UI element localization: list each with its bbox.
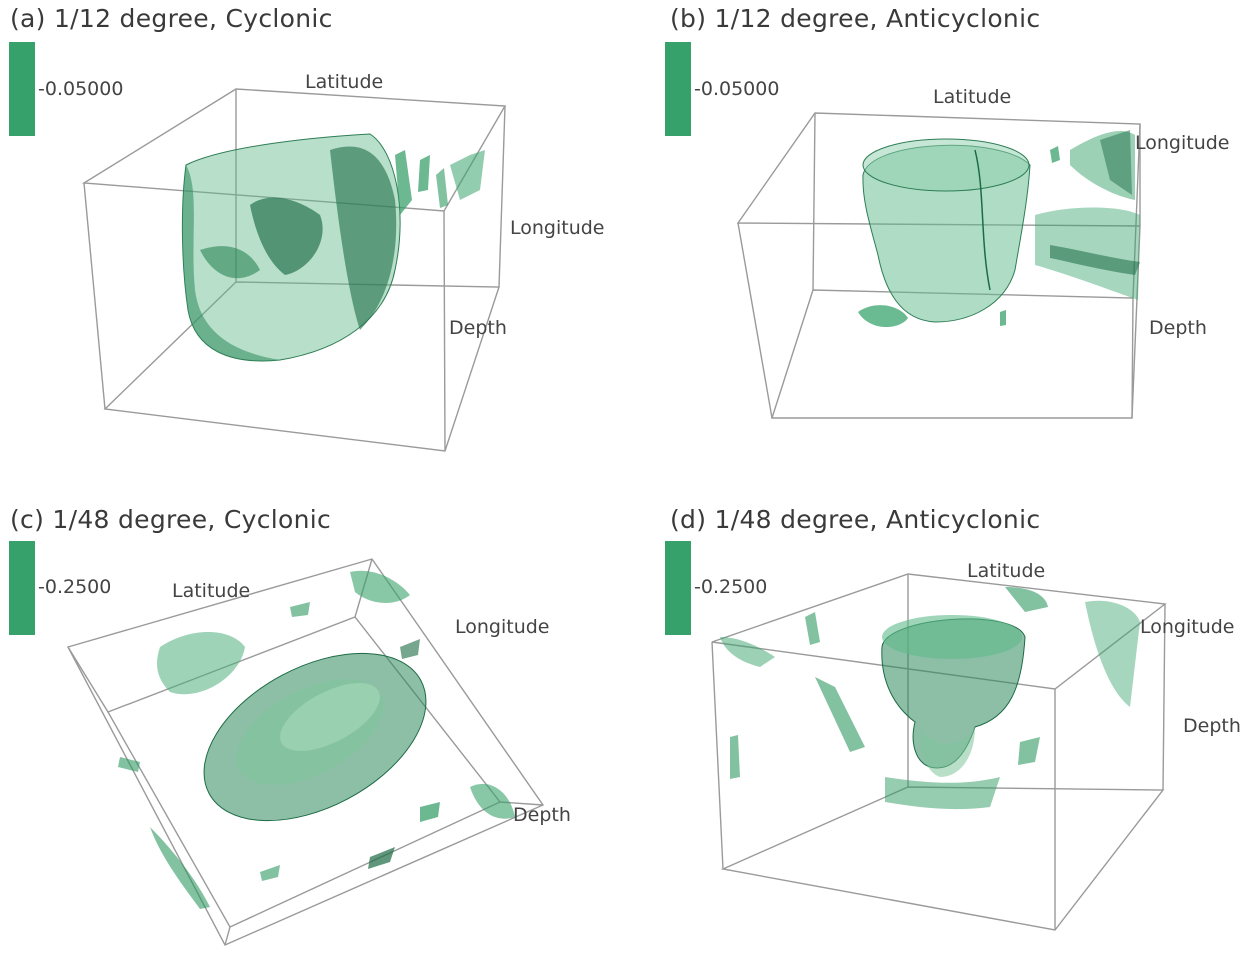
panel-b-axis-latitude: Latitude (933, 86, 1012, 108)
panel-b-colorbar-value: -0.05000 (694, 78, 780, 100)
panel-c-render (66, 558, 545, 946)
panel-c-colorbar-value: -0.2500 (38, 576, 112, 598)
anticyclonic-eddy-isosurface (720, 587, 1140, 810)
panel-c: (c) 1/48 degree, Cyclonic -0.2500 Latitu… (0, 477, 630, 954)
panel-b-axis-depth: Depth (1149, 317, 1207, 339)
panel-c-axis-latitude: Latitude (172, 580, 251, 602)
panel-b: (b) 1/12 degree, Anticyclonic -0.05000 L… (630, 0, 1260, 477)
panel-a-render (81, 88, 507, 452)
panel-b-axis-longitude: Longitude (1135, 132, 1230, 154)
panel-b-render (736, 112, 1141, 419)
panel-b-title: (b) 1/12 degree, Anticyclonic (670, 4, 1041, 33)
panel-a-colorbar (9, 42, 35, 136)
panel-d-axis-longitude: Longitude (1140, 616, 1235, 638)
panel-c-colorbar (9, 541, 35, 635)
panel-d: (d) 1/48 degree, Anticyclonic -0.2500 La… (630, 477, 1260, 954)
panel-a-colorbar-value: -0.05000 (38, 78, 124, 100)
panel-d-colorbar (665, 541, 691, 635)
anticyclonic-eddy-isosurface (858, 130, 1140, 328)
panel-a-axis-longitude: Longitude (510, 217, 605, 239)
panel-c-axis-longitude: Longitude (455, 616, 550, 638)
cyclonic-eddy-isosurface (118, 570, 515, 909)
panel-d-colorbar-value: -0.2500 (694, 576, 768, 598)
panel-c-title: (c) 1/48 degree, Cyclonic (10, 505, 332, 534)
panel-d-axis-depth: Depth (1183, 715, 1241, 737)
panel-a: (a) 1/12 degree, Cyclonic -0.05000 Latit… (0, 0, 630, 477)
panel-d-title: (d) 1/48 degree, Anticyclonic (670, 505, 1041, 534)
panel-d-axis-latitude: Latitude (967, 560, 1046, 582)
panel-c-axis-depth: Depth (513, 804, 571, 826)
panel-d-render (711, 573, 1167, 931)
panel-b-colorbar (665, 42, 691, 136)
panel-a-axis-latitude: Latitude (305, 71, 384, 93)
cyclonic-eddy-isosurface (181, 133, 485, 362)
panel-a-title: (a) 1/12 degree, Cyclonic (10, 4, 333, 33)
panel-a-axis-depth: Depth (449, 317, 507, 339)
